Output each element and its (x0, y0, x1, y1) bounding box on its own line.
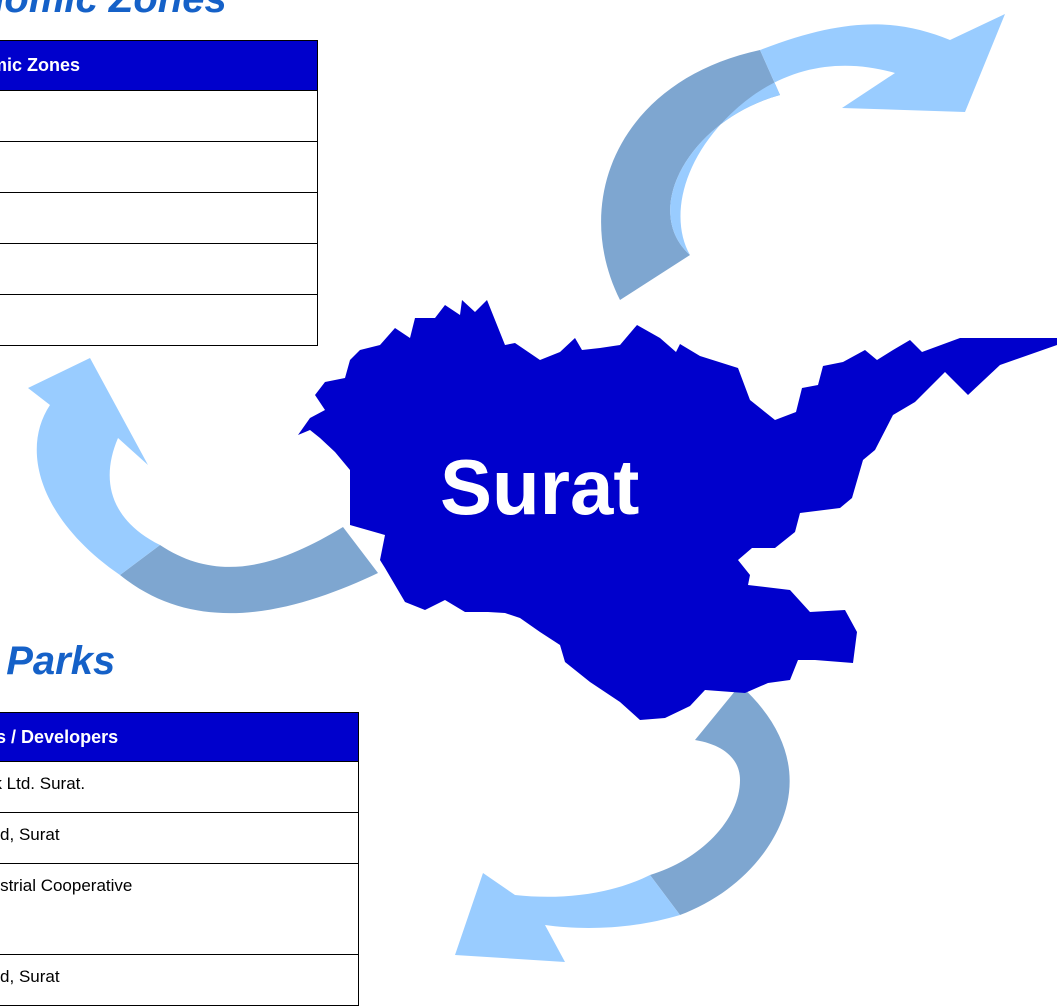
sez-section-title: nomic Zones (0, 0, 227, 22)
table-row (0, 192, 318, 244)
parks-table-cell: rk Ltd, Surat (0, 812, 359, 864)
parks-table-cell: rk Ltd, Surat (0, 954, 359, 1006)
surat-map-shape (298, 300, 1057, 720)
arrow-top-right-body (601, 50, 780, 300)
sez-table-cell (0, 192, 318, 244)
arrow-bottom-body (650, 685, 790, 915)
arrow-bottom (455, 685, 790, 962)
arrow-top-right-head (670, 14, 1005, 255)
arrow-left (28, 358, 378, 614)
sez-table-cell (0, 294, 318, 346)
table-row: Park Ltd. Surat. (0, 761, 359, 813)
surat-label: Surat (440, 443, 640, 531)
sez-table-cell (0, 90, 318, 142)
arrow-bottom-head (455, 873, 680, 962)
sez-table-cell (0, 141, 318, 193)
parks-table: arks / Developers Park Ltd. Surat. rk Lt… (0, 712, 359, 1006)
parks-table-cell: Industrial Cooperative (0, 863, 359, 955)
parks-table-header: arks / Developers (0, 712, 359, 762)
table-header-row: arks / Developers (0, 712, 359, 762)
arrow-left-head (28, 358, 160, 575)
parks-table-cell: Park Ltd. Surat. (0, 761, 359, 813)
table-row (0, 294, 318, 346)
sez-table-cell (0, 243, 318, 295)
diagram-canvas (28, 14, 1057, 962)
table-row: rk Ltd, Surat (0, 812, 359, 864)
arrow-left-body (120, 527, 378, 614)
table-row: rk Ltd, Surat (0, 954, 359, 1006)
table-row (0, 243, 318, 295)
arrow-top-right (601, 14, 1005, 300)
sez-table: nomic Zones (0, 40, 318, 346)
parks-section-title: l Parks (0, 639, 116, 683)
table-header-row: nomic Zones (0, 40, 318, 91)
table-row (0, 141, 318, 193)
table-row: Industrial Cooperative (0, 863, 359, 955)
table-row (0, 90, 318, 142)
sez-table-header: nomic Zones (0, 40, 318, 91)
